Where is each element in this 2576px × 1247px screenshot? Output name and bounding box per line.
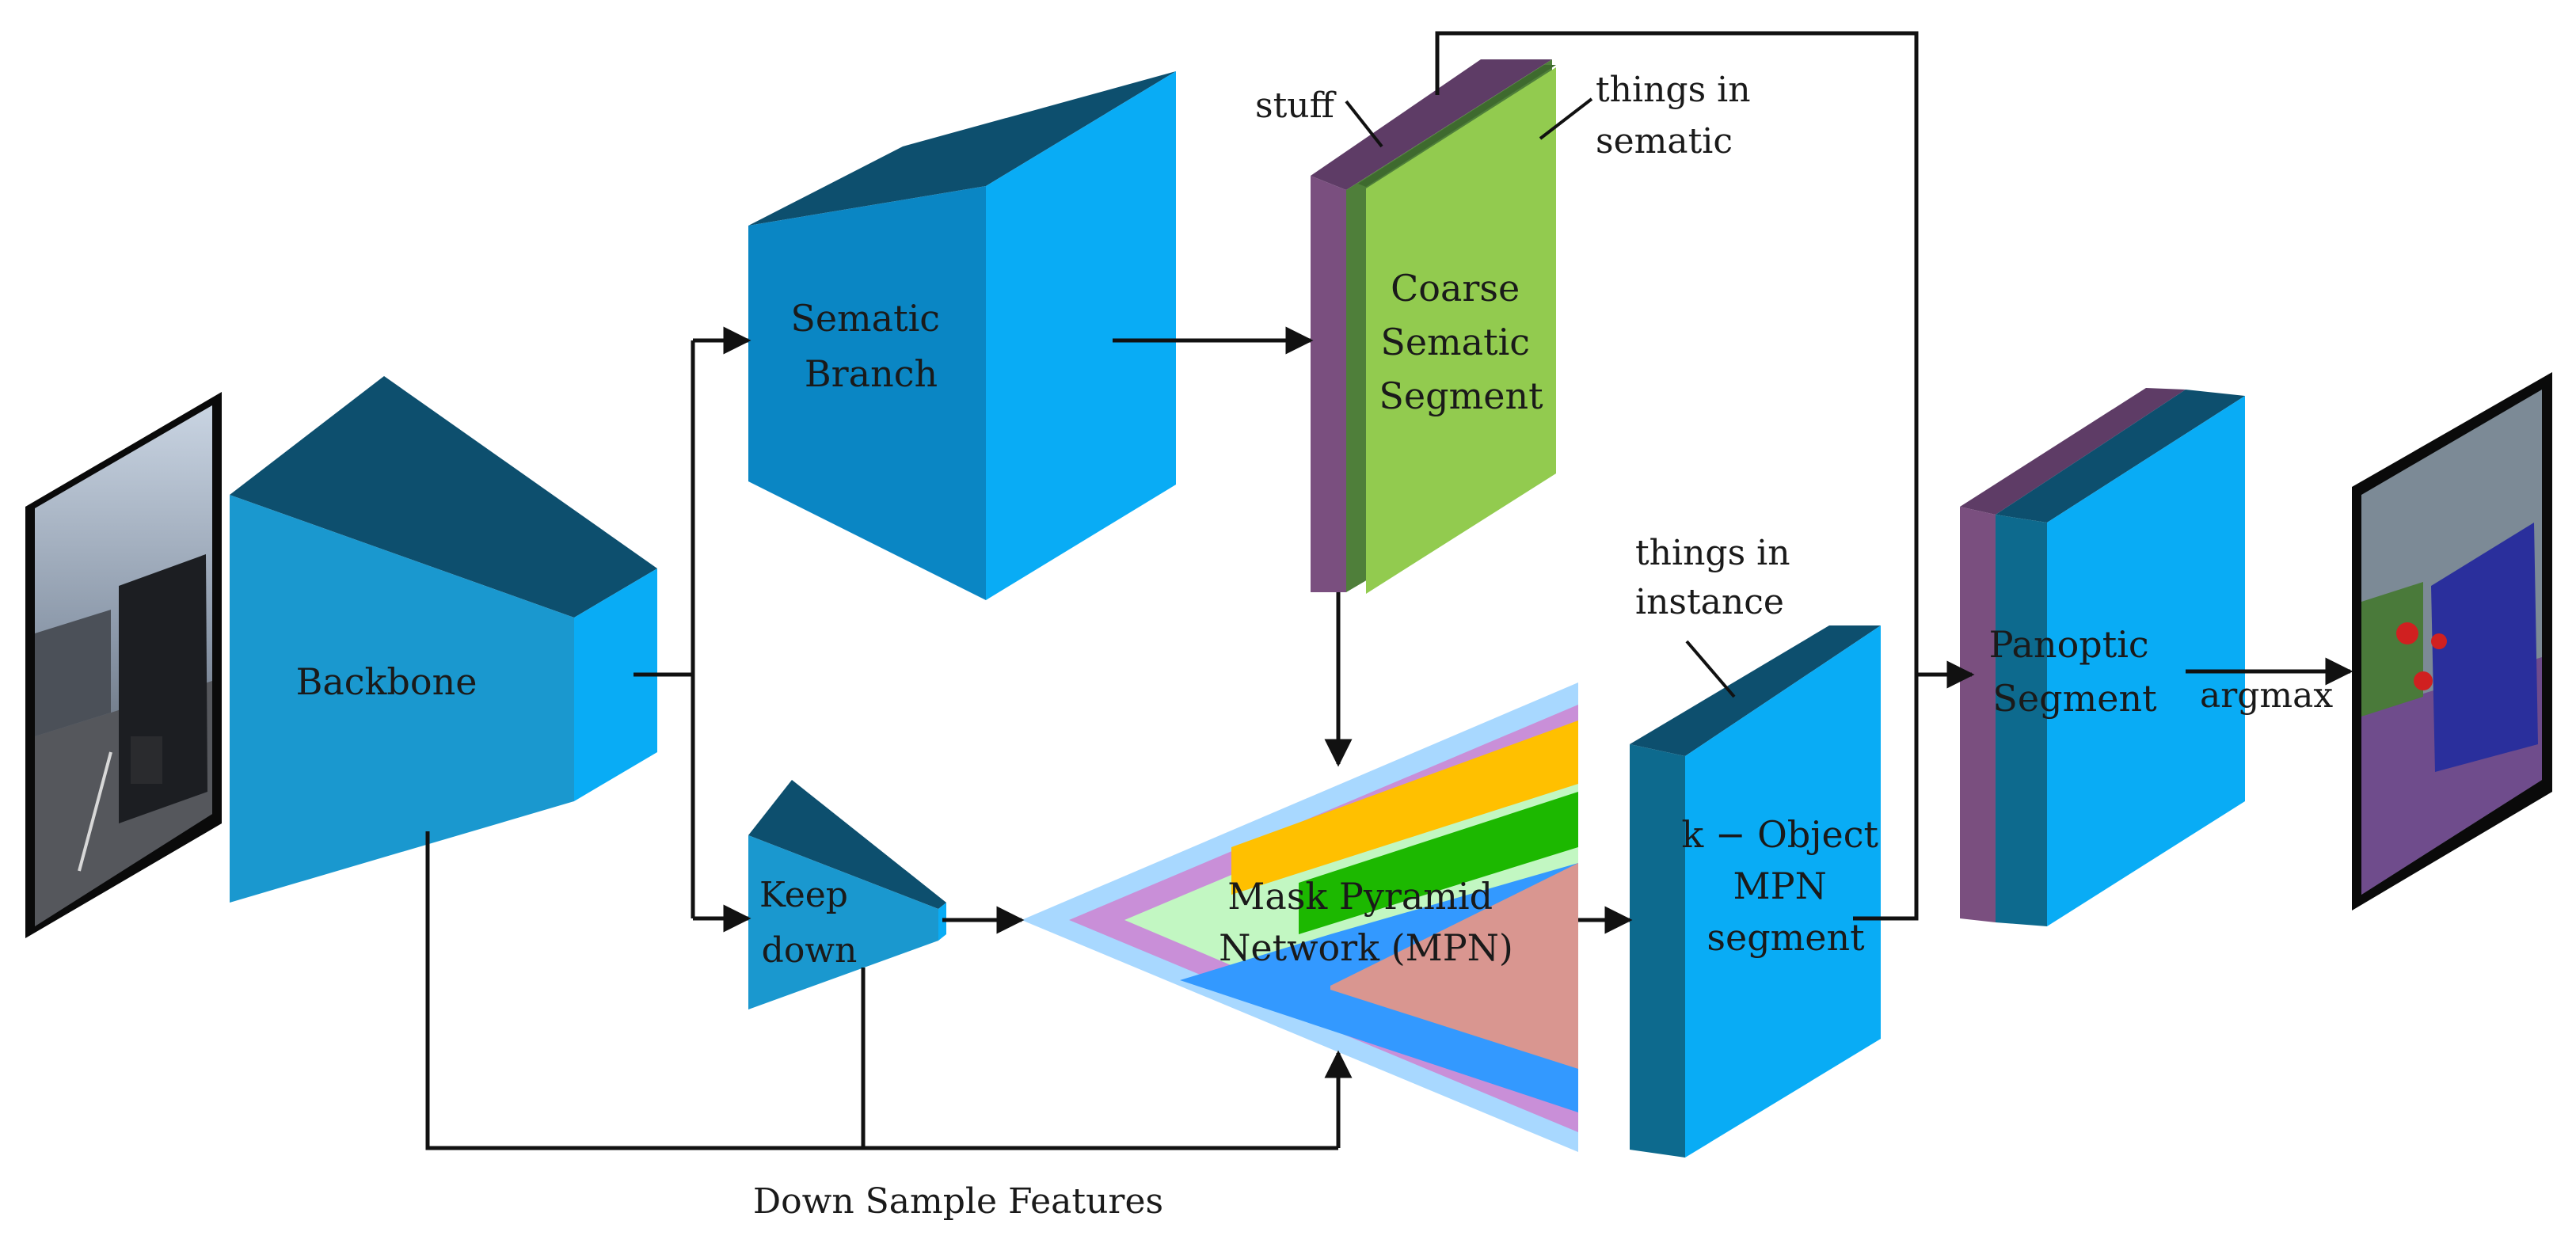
panoptic-label-line1: Panoptic: [1989, 623, 2149, 666]
svg-text:Mask Pyramid Network (MP: Mask Pyramid Network (MPN): [1219, 875, 1513, 969]
coarse-segment-label-line3: Segment: [1379, 374, 1543, 417]
mpn-label-line1: Mask Pyramid: [1227, 875, 1493, 918]
object-segment-label-line2: MPN: [1733, 865, 1827, 907]
coarse-segment-label-line2: Sematic: [1380, 321, 1530, 363]
keep-down-block: Keep down: [748, 780, 946, 1009]
svg-text:Panoptic Segment: Panoptic Segment: [1989, 623, 2161, 720]
stuff-label: stuff: [1255, 86, 1337, 126]
mpn-label-line2: Network (MPN): [1219, 926, 1513, 969]
svg-text:k − Object MPN seg: k − Object MPN segment: [1681, 813, 1889, 959]
things-semantic-pointer: [1539, 97, 1593, 140]
svg-text:Coarse Sematic Seg: Coarse Sematic Segment: [1379, 267, 1543, 417]
argmax-label: argmax: [2200, 675, 2333, 716]
things-semantic-line1: things in: [1596, 70, 1751, 110]
stuff-pointer: [1345, 100, 1383, 148]
connectors: [425, 31, 2353, 1150]
panoptic-segment-stack: Panoptic Segment: [1960, 388, 2245, 926]
coarse-semantic-segment-stack: Coarse Sematic Segment: [1311, 59, 1556, 594]
svg-text:Sematic Branch: Sematic Branch: [790, 297, 951, 395]
svg-text:Keep down: Keep down: [759, 875, 859, 971]
coarse-segment-label-line1: Coarse: [1391, 267, 1520, 310]
object-mpn-segment-block: k − Object MPN segment: [1630, 625, 1889, 1158]
downsample-features-label: Down Sample Features: [753, 1181, 1163, 1222]
mask-pyramid-network: Mask Pyramid Network (MPN): [1022, 682, 1578, 1152]
keep-down-label-line2: down: [762, 930, 858, 971]
svg-text:things in sematic: things in sematic: [1596, 70, 1762, 162]
things-instance-line2: instance: [1635, 582, 1784, 622]
keep-down-label-line1: Keep: [759, 875, 848, 915]
output-image: [2352, 372, 2552, 911]
things-instance-line1: things in: [1635, 533, 1790, 573]
semantic-branch-label-line2: Branch: [805, 352, 938, 395]
semantic-branch-label-line1: Sematic: [790, 297, 940, 340]
things-semantic-line2: sematic: [1596, 121, 1733, 162]
object-segment-label-line1: k − Object: [1681, 813, 1878, 856]
backbone-block: Backbone: [230, 376, 657, 903]
things-instance-pointer: [1685, 640, 1736, 698]
semantic-branch-block: Sematic Branch: [748, 71, 1176, 600]
object-segment-label-line3: segment: [1707, 916, 1865, 959]
panoptic-label-line2: Segment: [1992, 677, 2157, 720]
backbone-label: Backbone: [296, 660, 478, 703]
input-image: [25, 392, 222, 938]
svg-text:things in instance: things in instance: [1635, 533, 1802, 622]
